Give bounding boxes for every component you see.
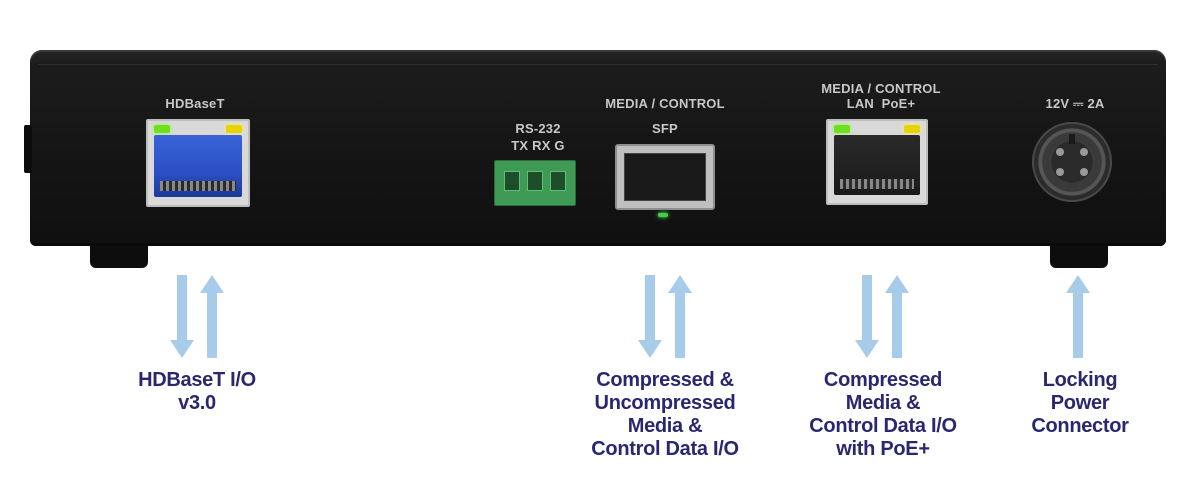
sfp-down-arrow-icon	[638, 275, 662, 358]
power-connector	[1032, 122, 1112, 202]
hdbaset-activity-led	[226, 125, 242, 133]
hdbaset-caption: HDBaseT I/O v3.0	[138, 369, 256, 414]
power-pin-3	[1056, 168, 1064, 176]
left-foot	[90, 246, 148, 268]
rs232-terminal-block	[494, 160, 576, 206]
power-connector-key	[1069, 134, 1075, 144]
hdbaset-port-label: HDBaseT	[165, 96, 225, 111]
lan-activity-led	[904, 125, 920, 133]
sfp-cage	[624, 153, 706, 201]
rs232-pin-labels: TX RX G	[511, 138, 565, 153]
panel-edge-line	[38, 64, 1158, 65]
power-caption: Locking Power Connector	[1031, 369, 1129, 437]
hdbaset-down-arrow-icon	[170, 275, 194, 358]
sfp-port	[615, 144, 715, 210]
side-notch	[24, 125, 32, 173]
sfp-caption: Compressed & Uncompressed Media & Contro…	[591, 369, 739, 460]
power-pin-4	[1080, 168, 1088, 176]
sfp-led	[658, 213, 668, 217]
power-label: 12V ⎓ 2A	[1045, 96, 1105, 111]
terminal-slot-tx	[504, 171, 520, 191]
rs232-label: RS-232	[515, 121, 561, 136]
sfp-up-arrow-icon	[668, 275, 692, 358]
sfp-title: MEDIA / CONTROL	[605, 96, 725, 111]
terminal-slot-rx	[527, 171, 543, 191]
lan-poe-port	[826, 119, 928, 205]
power-pin-2	[1080, 148, 1088, 156]
lan-caption: Compressed Media & Control Data I/O with…	[809, 369, 957, 460]
lan-link-led	[834, 125, 850, 133]
hdbaset-up-arrow-icon	[200, 275, 224, 358]
right-foot	[1050, 246, 1108, 268]
lan-up-arrow-icon	[885, 275, 909, 358]
sfp-label: SFP	[652, 121, 678, 136]
hdbaset-pins	[160, 181, 236, 191]
terminal-slot-g	[550, 171, 566, 191]
power-up-arrow-icon	[1066, 275, 1090, 358]
lan-down-arrow-icon	[855, 275, 879, 358]
lan-pins	[840, 179, 914, 189]
power-pin-1	[1056, 148, 1064, 156]
lan-label: LAN PoE+	[846, 96, 916, 111]
hdbaset-port	[146, 119, 250, 207]
lan-title: MEDIA / CONTROL	[821, 81, 941, 96]
hdbaset-link-led	[154, 125, 170, 133]
